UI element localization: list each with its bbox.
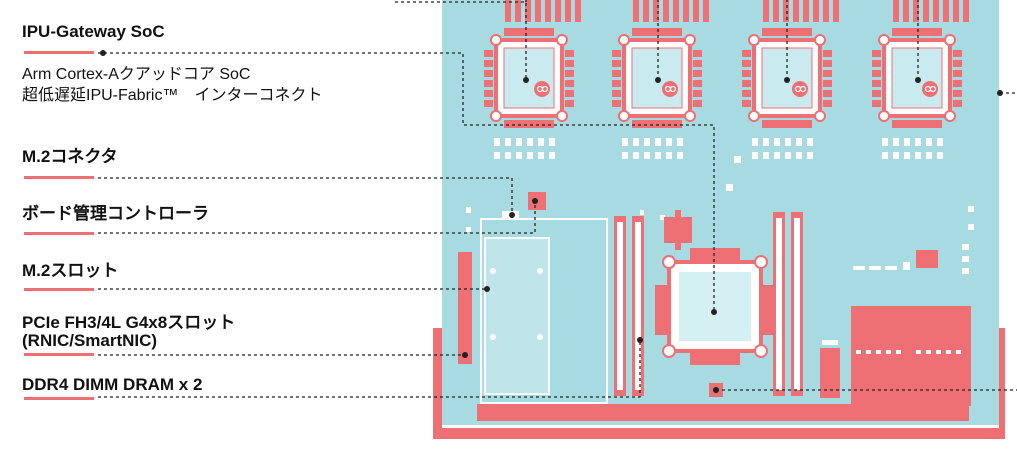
dimm-slots bbox=[614, 212, 803, 396]
network-port-block bbox=[851, 306, 971, 406]
label-underline bbox=[24, 232, 94, 235]
label-underline bbox=[24, 397, 94, 400]
gateway-soc bbox=[655, 248, 775, 365]
leader-dots bbox=[100, 50, 1003, 393]
ipu-chip-1 bbox=[482, 26, 576, 130]
label-pcie-slot-line-1: PCIe FH3/4L G4x8スロット bbox=[22, 313, 236, 332]
label-underline bbox=[24, 353, 94, 356]
ipu-desc-line-2: 超低遅延IPU-Fabric™ インターコネクト bbox=[22, 87, 323, 104]
small-red-components bbox=[664, 210, 938, 398]
leader-lines bbox=[98, 0, 1017, 398]
label-bmc: ボード管理コントローラ bbox=[22, 204, 209, 223]
ipu-gateway-description: Arm Cortex-Aクアッドコア SoC 超低遅延IPU-Fabric™ イ… bbox=[22, 64, 322, 106]
label-underline bbox=[24, 176, 94, 179]
small-components bbox=[466, 156, 974, 382]
label-underline bbox=[24, 288, 94, 291]
label-m2-connector: M.2コネクタ bbox=[22, 147, 118, 166]
label-m2-slot: M.2スロット bbox=[22, 261, 119, 280]
label-ipu-gateway-soc: IPU-Gateway SoC bbox=[22, 22, 165, 41]
ipu-desc-line-1: Arm Cortex-Aクアッドコア SoC bbox=[22, 66, 251, 83]
m2-slot bbox=[480, 218, 608, 404]
chassis-bracket bbox=[433, 328, 1005, 439]
label-pcie-slot-line-2: (RNIC/SmartNIC) bbox=[22, 331, 158, 350]
label-underline bbox=[24, 51, 94, 54]
top-connectors bbox=[505, 0, 969, 22]
pcie-slot bbox=[458, 252, 472, 364]
label-ddr4-dimm: DDR4 DIMM DRAM x 2 bbox=[22, 375, 203, 394]
